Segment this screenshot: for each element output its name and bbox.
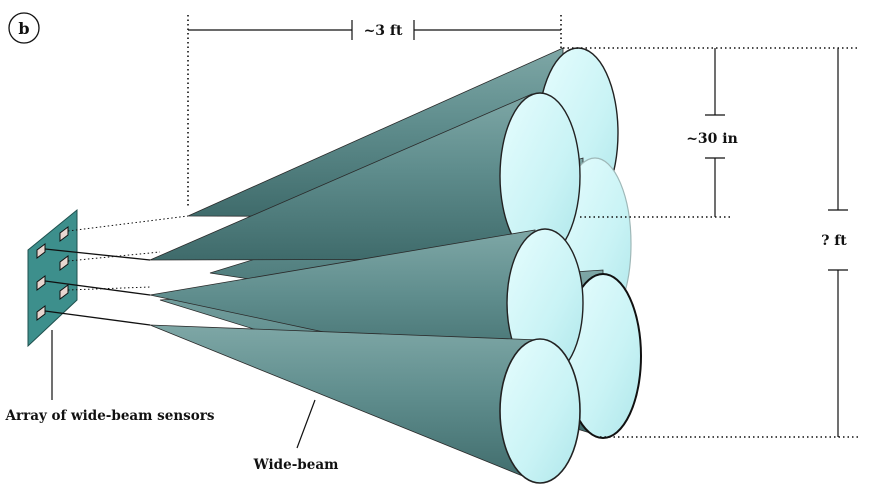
panel-label: b	[8, 12, 40, 44]
sensor-beam-connectors	[44, 215, 189, 326]
sensor-element	[36, 243, 46, 259]
beam-spacing-dimension: ~30 in	[563, 47, 858, 218]
sensor-array	[27, 208, 78, 348]
sensor-element	[36, 275, 46, 291]
beam-callout: Wide-beam	[253, 399, 339, 473]
sensor-array-callout: Array of wide-beam sensors	[5, 330, 215, 424]
sensor-array-label: Array of wide-beam sensors	[5, 408, 215, 424]
cone-length-label: ~3 ft	[364, 23, 403, 39]
array-coverage-dimension: ? ft	[600, 48, 858, 438]
sensor-element	[59, 255, 69, 271]
beam-spacing-label: ~30 in	[686, 131, 738, 147]
panel-label-text: b	[18, 19, 29, 38]
sensor-element	[36, 305, 46, 321]
beam-label: Wide-beam	[253, 457, 339, 473]
beam-cones	[149, 47, 642, 484]
beam-cone	[149, 324, 581, 484]
beam-cone	[149, 92, 581, 261]
sensor-element	[59, 284, 69, 300]
cone-length-dimension: ~3 ft	[187, 15, 562, 208]
sensor-element	[59, 226, 69, 242]
array-coverage-label: ? ft	[821, 233, 847, 249]
